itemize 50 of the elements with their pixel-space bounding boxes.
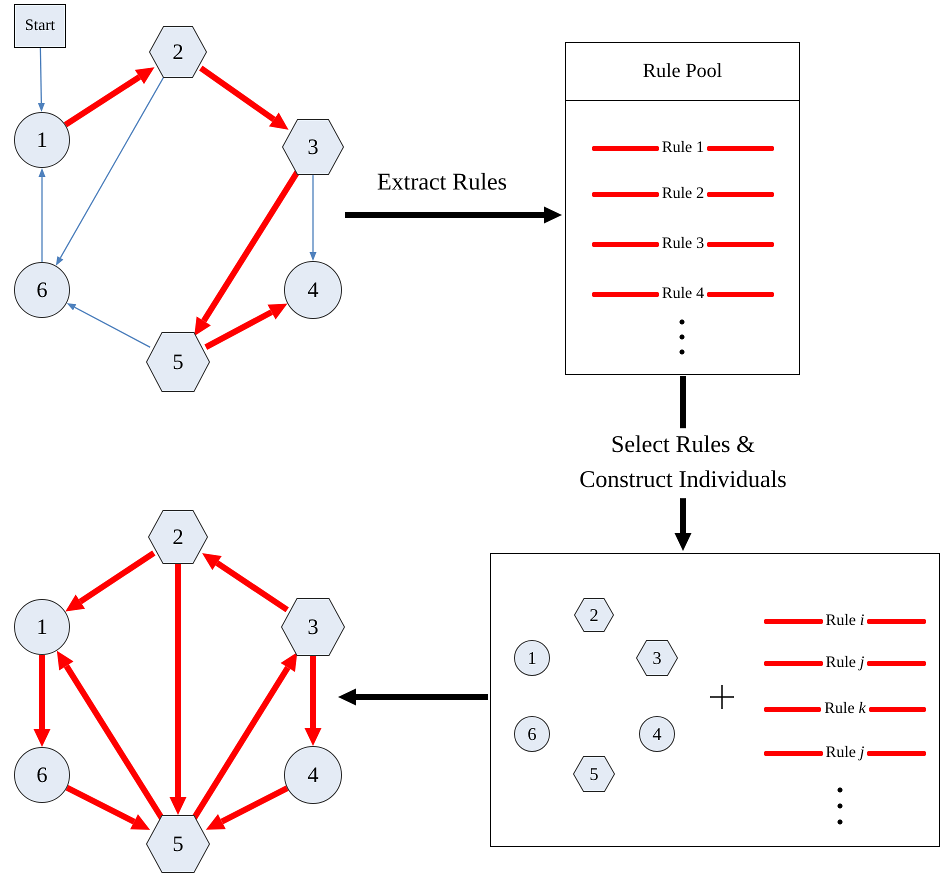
rule-label: Rule k	[823, 700, 867, 718]
circle-node: 1	[514, 640, 550, 676]
rule-label: Rule 2	[660, 185, 706, 203]
arrow	[338, 688, 488, 706]
arrow	[204, 304, 288, 350]
arrow	[304, 656, 322, 746]
arrow	[56, 650, 165, 820]
rule-label: Rule i	[824, 612, 866, 630]
hexagon-node: 3	[281, 598, 345, 656]
circle-node: 4	[284, 261, 342, 319]
arrow	[66, 785, 150, 830]
pool-header: Rule Pool	[566, 43, 799, 101]
rule-label: Rule j	[824, 744, 866, 762]
arrow	[38, 48, 45, 112]
arrow	[194, 170, 300, 336]
hexagon-node: 2	[149, 26, 207, 78]
process-box: Start	[14, 4, 66, 48]
arrow	[56, 74, 166, 266]
arrow	[191, 652, 298, 820]
arrow	[199, 66, 289, 130]
arrow	[345, 206, 562, 224]
hexagon-node: 3	[282, 119, 344, 175]
hexagon-node: 5	[146, 332, 210, 392]
circle-node: 1	[14, 112, 70, 168]
arrow	[202, 553, 289, 612]
circle-node: 4	[284, 746, 342, 804]
arrow	[64, 67, 154, 128]
arrow	[65, 550, 156, 612]
arrow	[310, 175, 316, 261]
circle-node: 6	[514, 716, 550, 752]
arrow	[34, 655, 50, 747]
rule-label: Rule 4	[660, 285, 706, 303]
rule-label: Rule 3	[660, 235, 706, 253]
container-box	[490, 553, 940, 847]
rule-label: Rule 1	[660, 139, 706, 157]
hexagon-node: 2	[574, 598, 614, 632]
arrow	[206, 786, 289, 830]
rule-label: Rule j	[824, 654, 866, 672]
circle-node: 6	[14, 747, 70, 803]
circle-node: 1	[14, 599, 70, 655]
circle-node: 4	[639, 716, 675, 752]
arrow	[170, 564, 186, 815]
rule-pool-box	[565, 42, 800, 375]
circle-node: 6	[14, 262, 70, 318]
hexagon-node: 3	[636, 640, 678, 676]
arrow	[38, 168, 46, 262]
hexagon-node: 5	[573, 756, 615, 792]
arrow	[66, 303, 150, 348]
hexagon-node: 5	[146, 815, 210, 873]
hexagon-node: 2	[148, 510, 208, 564]
